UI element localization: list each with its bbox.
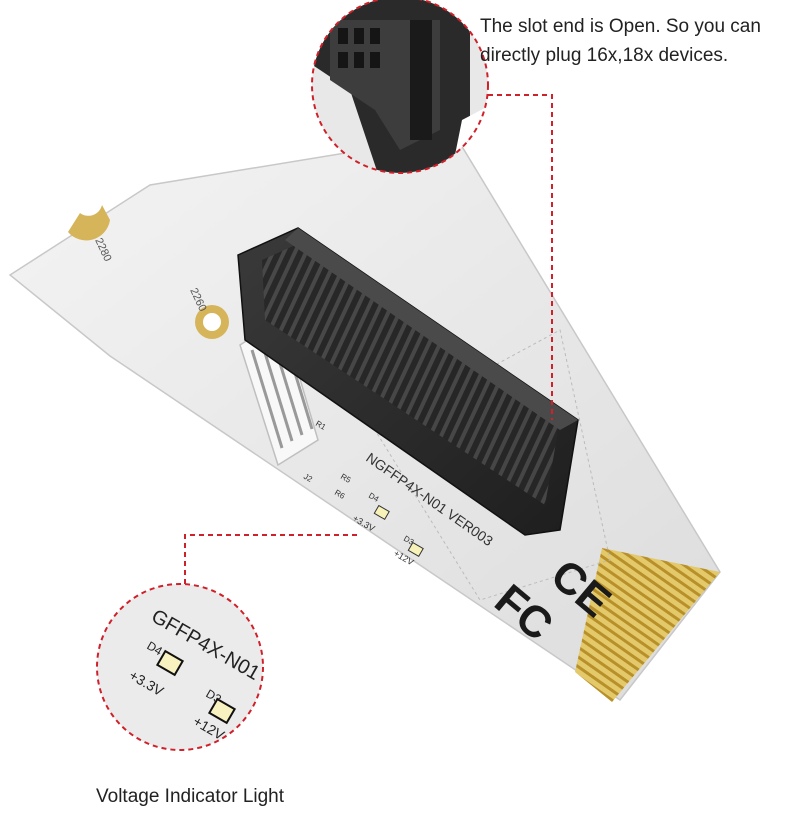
gold-fingers <box>575 548 720 702</box>
leader-line-slot <box>488 94 553 420</box>
zoom-circle-bottom <box>96 583 264 751</box>
pcie-slot <box>237 227 579 536</box>
led-pad-d4 <box>373 504 390 521</box>
zoom-led-d3 <box>207 697 237 725</box>
slot-callout-line1: The slot end is Open. So you can <box>480 16 761 37</box>
leader-line-led <box>184 534 360 584</box>
led-pad-d3 <box>407 541 424 558</box>
zoom-circle-top <box>311 0 489 174</box>
zoom-led-d4 <box>155 649 185 677</box>
slot-callout-line2: directly plug 16x,18x devices. <box>480 45 729 66</box>
slot-callout-text: The slot end is Open. So you can directl… <box>480 12 761 70</box>
mount-notch <box>68 205 110 241</box>
voltage-callout-text: Voltage Indicator Light <box>96 786 285 807</box>
led-zoom-callout: GFFP4X-N01 D4 +3.3V D3 +12V <box>96 534 360 751</box>
zoom-d4-label: D4 <box>145 638 166 658</box>
